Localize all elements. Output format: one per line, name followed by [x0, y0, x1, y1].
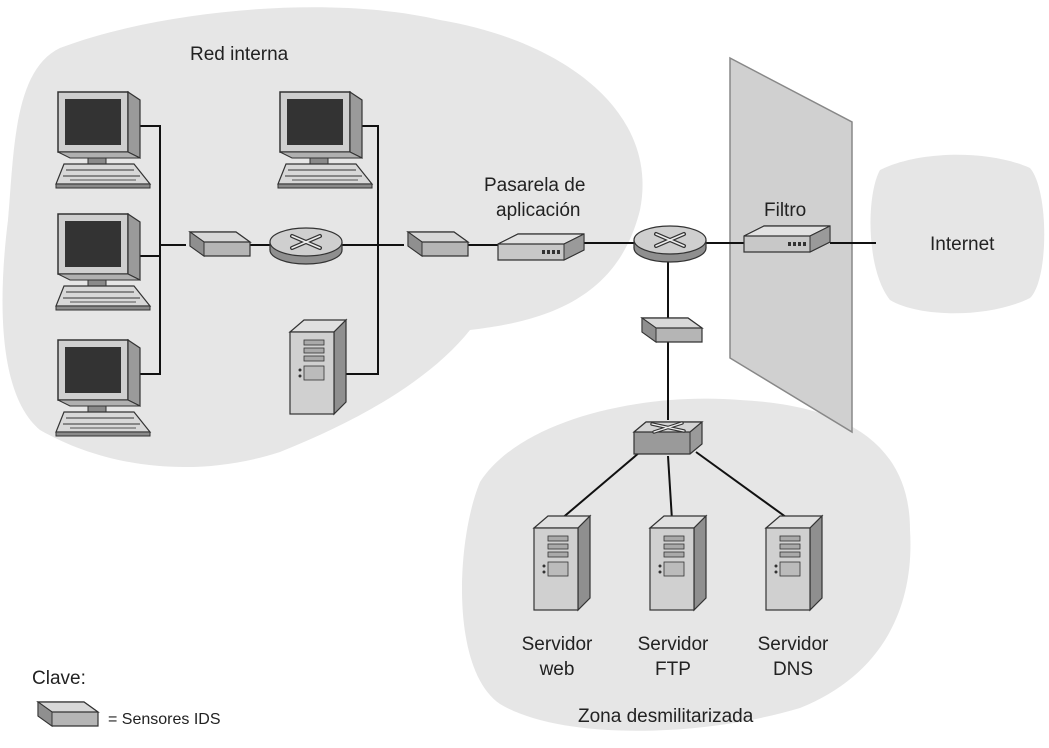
ids-sensor-icon: [189, 231, 251, 257]
ftp-server-label-line1: Servidor: [638, 634, 709, 655]
web-server-label-line1: Servidor: [522, 634, 593, 655]
ftp-server-icon: [649, 515, 707, 611]
pc-icon: [55, 213, 151, 311]
pc-icon: [55, 339, 151, 437]
key-ids-label: = Sensores IDS: [108, 711, 221, 728]
internal-network-label: Red interna: [190, 44, 289, 65]
router-icon: [268, 226, 344, 266]
dns-server-icon: [765, 515, 823, 611]
filter-icon: [743, 225, 831, 253]
filter-label: Filtro: [764, 200, 806, 221]
gateway-label-line1: Pasarela de: [484, 175, 585, 196]
internet-cloud: [870, 154, 1045, 314]
web-server-label-line2: web: [539, 659, 575, 680]
gateway-label-line2: aplicación: [496, 200, 581, 221]
switch-icon: [632, 420, 704, 456]
dns-server-label-line1: Servidor: [758, 634, 829, 655]
web-server-icon: [533, 515, 591, 611]
router-icon: [632, 224, 708, 264]
ftp-server-label-line2: FTP: [655, 659, 691, 680]
pc-icon: [55, 91, 151, 189]
ids-sensor-icon: [407, 231, 469, 257]
dmz-label: Zona desmilitarizada: [578, 706, 754, 727]
ids-sensor-icon: [641, 317, 703, 343]
pc-icon: [277, 91, 373, 189]
dns-server-label-line2: DNS: [773, 659, 813, 680]
internet-label: Internet: [930, 234, 995, 255]
application-gateway-icon: [497, 233, 585, 261]
server-icon: [289, 319, 347, 415]
key-ids-sensor-icon: [37, 701, 99, 727]
key-title: Clave:: [32, 668, 86, 689]
